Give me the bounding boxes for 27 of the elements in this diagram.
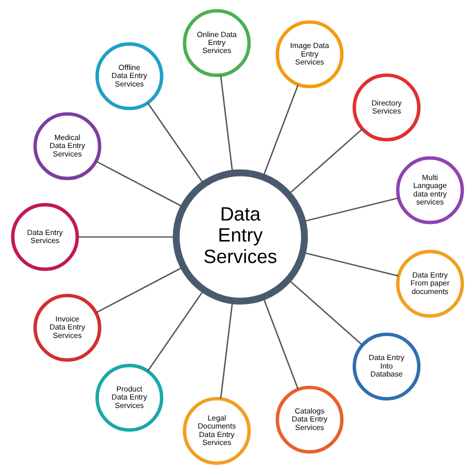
node-circle: Product Data Entry Services [94,364,163,432]
node-circle: Image Data Entry Services [275,20,344,88]
connector [262,84,298,178]
node-circle: Medical Data Entry Services [32,112,101,180]
node-circle: Data Entry From paper documents [396,250,464,318]
node-circle: Data Entry Services [172,169,308,305]
node-circle: Legal Documents Data Entry Services [182,396,250,465]
connector [95,160,184,208]
connector [287,128,362,195]
node-circle: Invoice Data Entry Services [32,294,101,362]
connector [302,252,398,277]
node-circle: Online Data Entry Services [182,9,250,78]
node-circle: Directory Services [352,74,420,142]
connector [95,266,184,314]
node-circle: Multi Language data entry services [396,156,464,224]
connector [220,75,233,174]
connector [146,102,204,185]
connector [76,236,176,238]
node-circle: Data Entry Into Database [352,332,420,400]
connector [302,197,398,222]
node-circle: Offline Data Entry Services [94,42,163,110]
connector [220,300,233,399]
connector [146,289,204,372]
connector [262,296,298,390]
node-circle: Catalogs Data Entry Services [275,386,344,454]
connector [287,279,362,346]
node-circle: Data Entry Services [10,203,78,271]
